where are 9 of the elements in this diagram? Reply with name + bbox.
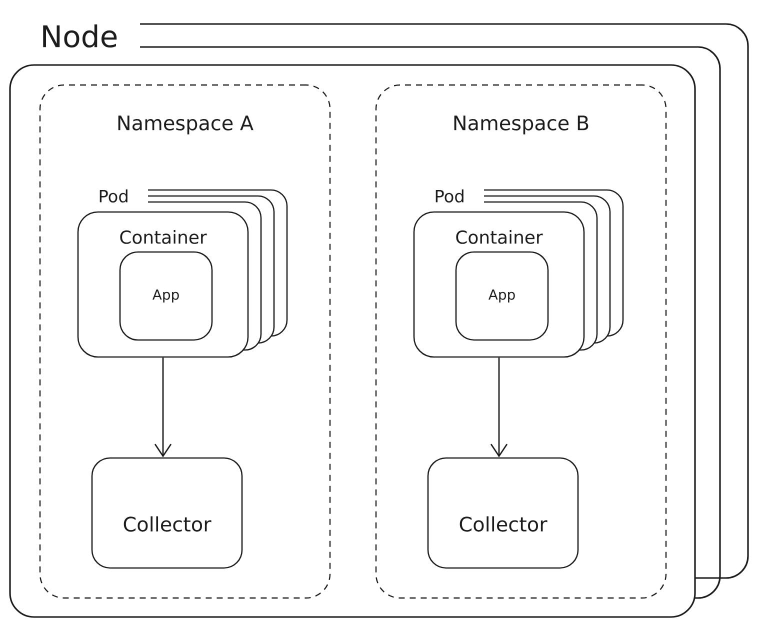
node-label: Pod: [436, 189, 464, 203]
node-label: Pod: [100, 189, 128, 203]
collector-box: Collector: [91, 457, 243, 569]
collector-box: Collector: [427, 457, 579, 569]
arrow: [154, 358, 172, 458]
node-label: Node: [43, 24, 117, 48]
arrow: [490, 358, 508, 458]
app-box: App: [455, 251, 549, 341]
app-box: App: [119, 251, 213, 341]
